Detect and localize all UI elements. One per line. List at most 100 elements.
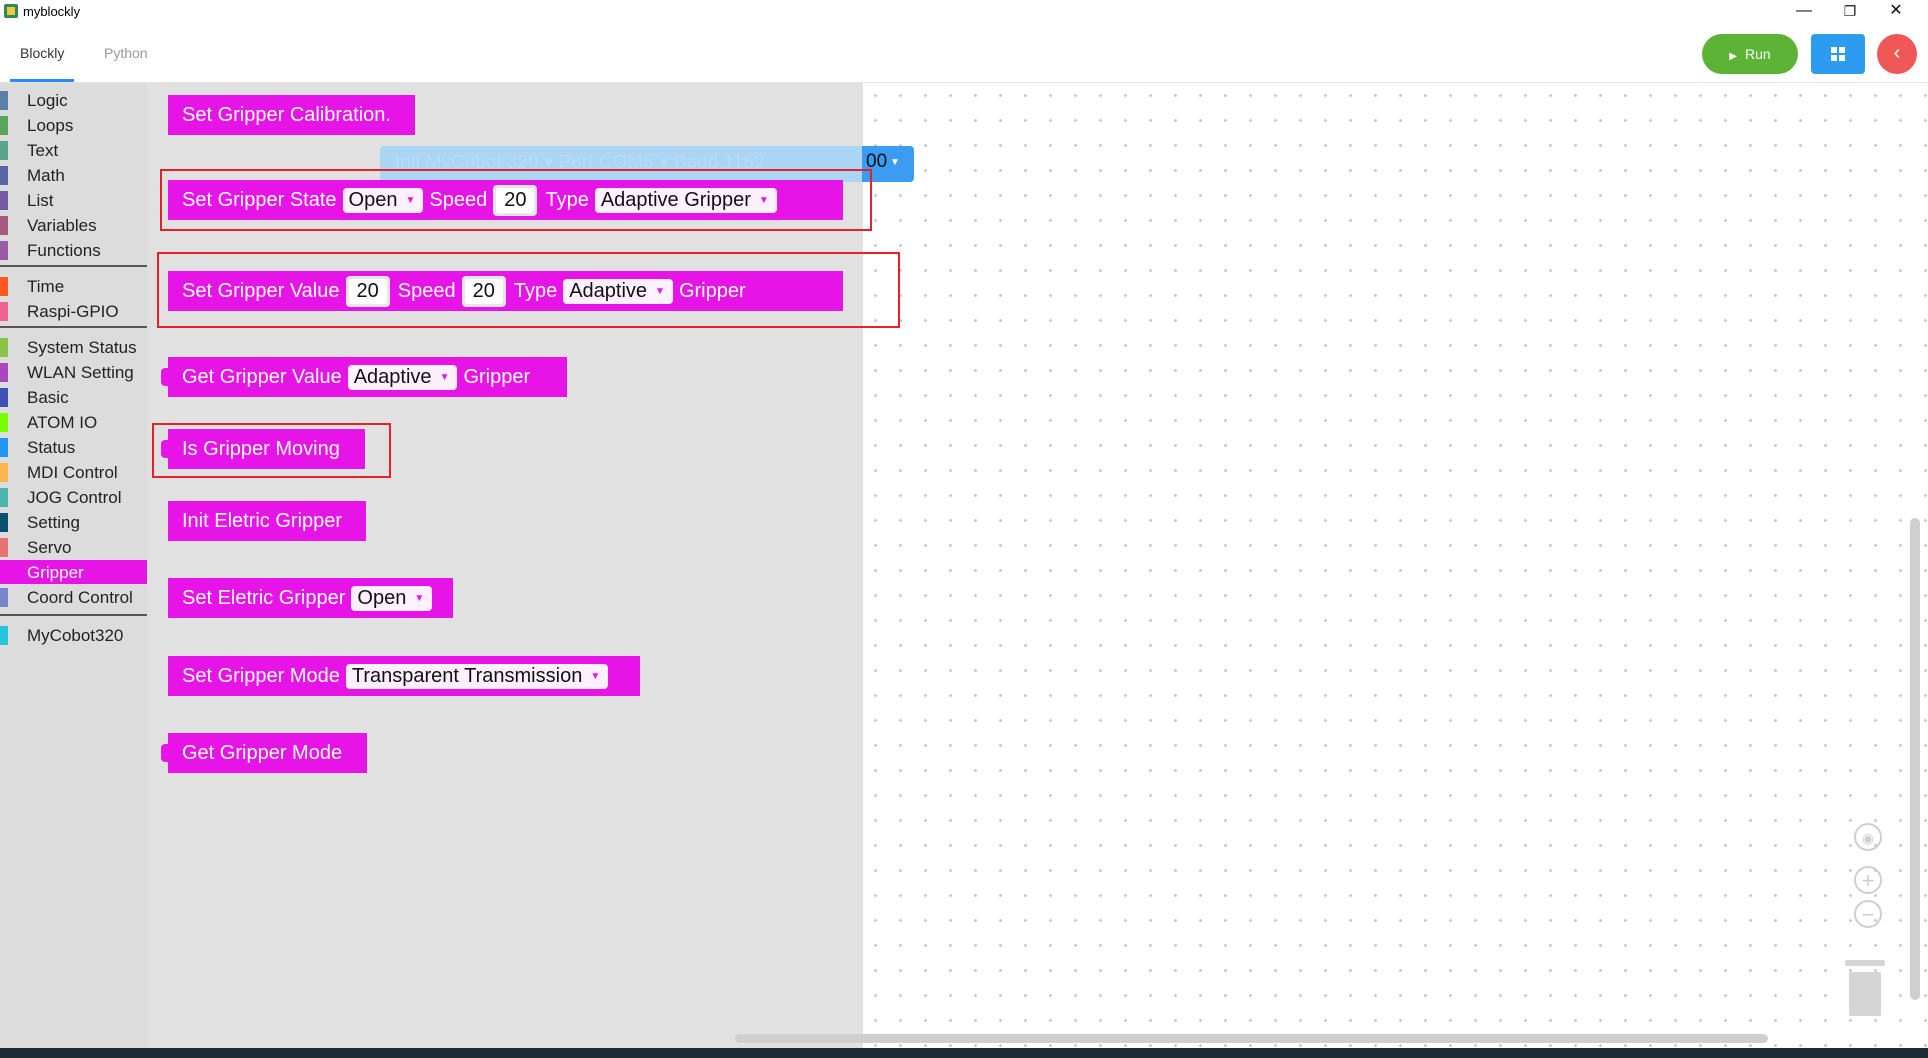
block-label: Set Gripper Calibration. bbox=[182, 103, 391, 126]
vertical-scrollbar[interactable] bbox=[1910, 518, 1920, 1000]
dropdown-arrow-icon: ▼ bbox=[405, 194, 416, 206]
gripper-mode-dropdown[interactable]: Transparent Transmission▼ bbox=[345, 663, 609, 689]
speed-value: 20 bbox=[496, 187, 535, 213]
dropdown-arrow-icon: ▼ bbox=[890, 157, 900, 168]
category-color bbox=[0, 626, 8, 645]
category-atom-io[interactable]: ATOM IO bbox=[0, 410, 147, 434]
annotation-highlight-set-gripper-value bbox=[157, 252, 900, 328]
blockly-workspace[interactable] bbox=[863, 83, 1928, 1048]
block-set-gripper-mode[interactable]: Set Gripper Mode Transparent Transmissio… bbox=[168, 656, 640, 696]
speed-input[interactable]: 20 bbox=[461, 275, 506, 307]
output-connector bbox=[161, 368, 171, 386]
category-color bbox=[0, 216, 8, 235]
chevron-left-icon: ‹ bbox=[1893, 42, 1901, 64]
category-color bbox=[0, 388, 8, 407]
workspace-init-block[interactable] bbox=[380, 146, 914, 182]
category-color bbox=[0, 141, 8, 160]
category-color bbox=[0, 166, 8, 185]
restore-button[interactable]: ❐ bbox=[1843, 3, 1857, 19]
category-logic[interactable]: Logic bbox=[0, 88, 147, 112]
category-color bbox=[0, 538, 8, 557]
trash-body bbox=[1849, 972, 1881, 1016]
block-init-eletric-gripper[interactable]: Init Eletric Gripper bbox=[168, 501, 366, 541]
gripper-state-dropdown[interactable]: Open▼ bbox=[342, 187, 424, 213]
category-jog-control[interactable]: JOG Control bbox=[0, 485, 147, 509]
block-label: Set Gripper State bbox=[182, 188, 337, 211]
block-is-gripper-moving[interactable]: Is Gripper Moving bbox=[161, 429, 365, 469]
category-color bbox=[0, 338, 8, 357]
speed-label: Speed bbox=[429, 188, 488, 211]
os-taskbar bbox=[0, 1048, 1928, 1058]
category-list[interactable]: List bbox=[0, 188, 147, 212]
category-functions[interactable]: Functions bbox=[0, 238, 147, 262]
block-set-gripper-calibration[interactable]: Set Gripper Calibration. bbox=[168, 95, 415, 135]
category-color bbox=[0, 277, 8, 296]
category-color bbox=[0, 191, 8, 210]
category-loops[interactable]: Loops bbox=[0, 113, 147, 137]
block-label: Init Eletric Gripper bbox=[182, 509, 343, 532]
category-servo[interactable]: Servo bbox=[0, 535, 147, 559]
category-setting[interactable]: Setting bbox=[0, 510, 147, 534]
title-bar: myblockly — ❐ ✕ bbox=[0, 0, 1928, 24]
category-basic[interactable]: Basic bbox=[0, 385, 147, 409]
close-button[interactable]: ✕ bbox=[1889, 2, 1903, 19]
block-set-gripper-value[interactable]: Set Gripper Value 20 Speed 20 Type Adapt… bbox=[168, 271, 843, 311]
block-get-gripper-mode[interactable]: Get Gripper Mode bbox=[161, 733, 367, 773]
recenter-icon[interactable]: ◉ bbox=[1854, 823, 1882, 851]
category-math[interactable]: Math bbox=[0, 163, 147, 187]
output-connector bbox=[161, 440, 171, 458]
horizontal-scrollbar[interactable] bbox=[735, 1034, 1768, 1043]
speed-value: 20 bbox=[464, 278, 503, 304]
tab-blockly[interactable]: Blockly bbox=[20, 45, 65, 61]
category-color bbox=[0, 463, 8, 482]
category-toolbox: Logic Loops Text Math List Variables Fun… bbox=[0, 83, 147, 1048]
dropdown-arrow-icon: ▼ bbox=[655, 285, 665, 297]
gripper-type-dropdown[interactable]: Adaptive Gripper▼ bbox=[594, 187, 777, 213]
zoom-out-icon[interactable]: − bbox=[1854, 900, 1882, 928]
category-status[interactable]: Status bbox=[0, 435, 147, 459]
block-label: Get Gripper Mode bbox=[182, 741, 343, 764]
dropdown-arrow-icon: ▼ bbox=[439, 371, 450, 383]
eletric-gripper-state-dropdown[interactable]: Open▼ bbox=[351, 585, 433, 611]
category-color bbox=[0, 438, 8, 457]
trash-can-icon[interactable] bbox=[1845, 960, 1885, 1018]
type-label: Type bbox=[545, 188, 589, 211]
workspace-init-block-text: Init MyCobot 320 ▾ Port COM5 ▾ Baud 1152 bbox=[395, 152, 765, 173]
category-gripper[interactable]: Gripper bbox=[0, 560, 147, 584]
back-button[interactable]: ‹ bbox=[1877, 34, 1917, 74]
category-mycobot320[interactable]: MyCobot320 bbox=[0, 623, 147, 647]
category-color bbox=[0, 91, 8, 110]
category-coord-control[interactable]: Coord Control bbox=[0, 585, 147, 609]
category-time[interactable]: Time bbox=[0, 274, 147, 298]
category-raspi-gpio[interactable]: Raspi-GPIO bbox=[0, 299, 147, 323]
category-text[interactable]: Text bbox=[0, 138, 147, 162]
dropdown-value: Adaptive bbox=[569, 279, 648, 302]
category-variables[interactable]: Variables bbox=[0, 213, 147, 237]
minimize-button[interactable]: — bbox=[1796, 2, 1812, 19]
zoom-in-icon[interactable]: + bbox=[1854, 866, 1882, 894]
block-label: Is Gripper Moving bbox=[182, 437, 340, 460]
dropdown-value: Adaptive bbox=[353, 365, 432, 388]
dropdown-value: Open bbox=[357, 586, 407, 609]
block-label: Set Gripper Mode bbox=[182, 664, 340, 687]
active-tab-indicator bbox=[10, 79, 74, 82]
grid-view-button[interactable] bbox=[1811, 34, 1865, 74]
run-button[interactable]: ▶Run bbox=[1702, 34, 1798, 74]
category-wlan-setting[interactable]: WLAN Setting bbox=[0, 360, 147, 384]
dropdown-arrow-icon: ▼ bbox=[590, 670, 601, 682]
type-label: Type bbox=[513, 279, 558, 302]
window-title: myblockly bbox=[23, 4, 81, 19]
tab-python[interactable]: Python bbox=[104, 45, 148, 61]
category-mdi-control[interactable]: MDI Control bbox=[0, 460, 147, 484]
gripper-type-dropdown[interactable]: Adaptive ▼ bbox=[563, 278, 673, 304]
speed-input[interactable]: 20 bbox=[493, 184, 538, 216]
gripper-type-dropdown[interactable]: Adaptive ▼ bbox=[347, 364, 458, 390]
toolbox-separator bbox=[0, 614, 147, 616]
gripper-value-input[interactable]: 20 bbox=[345, 275, 390, 307]
tab-bar: Blockly Python bbox=[0, 24, 1928, 83]
block-get-gripper-value[interactable]: Get Gripper Value Adaptive▼ Gripper bbox=[161, 357, 567, 397]
category-system-status[interactable]: System Status bbox=[0, 335, 147, 359]
block-set-eletric-gripper[interactable]: Set Eletric Gripper Open▼ bbox=[168, 578, 453, 618]
block-set-gripper-state[interactable]: Set Gripper State Open▼ Speed 20 Type Ad… bbox=[168, 180, 843, 220]
category-color bbox=[0, 563, 8, 582]
